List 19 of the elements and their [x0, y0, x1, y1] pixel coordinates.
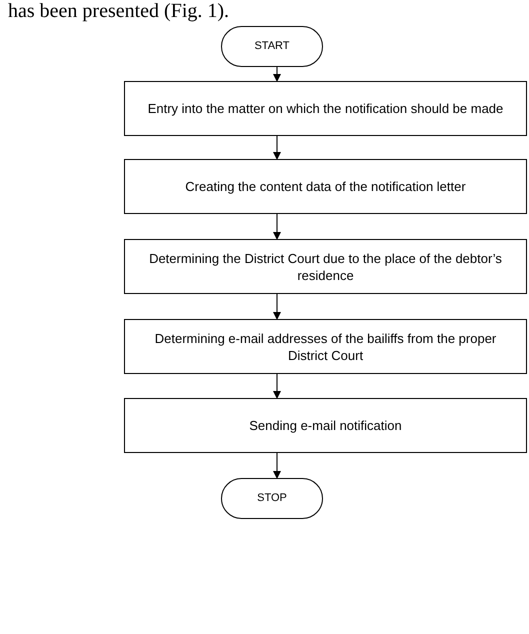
node-text: START	[254, 39, 290, 54]
process-box	[124, 239, 527, 294]
caption-text: has been presented (Fig. 1).	[8, 0, 230, 22]
process-box	[124, 398, 527, 453]
arrow	[273, 214, 281, 240]
process-box	[124, 319, 527, 374]
process-box	[124, 81, 527, 136]
node-text: Determining the District Court due to the place of the debtor’s residence	[148, 250, 503, 284]
arrow	[273, 452, 281, 479]
node-text: Entry into the matter on which the notification should be made	[148, 100, 504, 117]
process-box	[124, 159, 527, 214]
arrow	[273, 66, 281, 82]
arrow	[273, 294, 281, 320]
node-text: STOP	[257, 491, 287, 506]
arrow	[273, 136, 281, 160]
node-text: Creating the content data of the notification letter	[185, 178, 466, 195]
node-text: Sending e-mail notification	[249, 417, 402, 434]
node-text: Determining e-mail addresses of the bailiffs from the proper District Court	[154, 330, 498, 364]
arrow	[273, 374, 281, 399]
